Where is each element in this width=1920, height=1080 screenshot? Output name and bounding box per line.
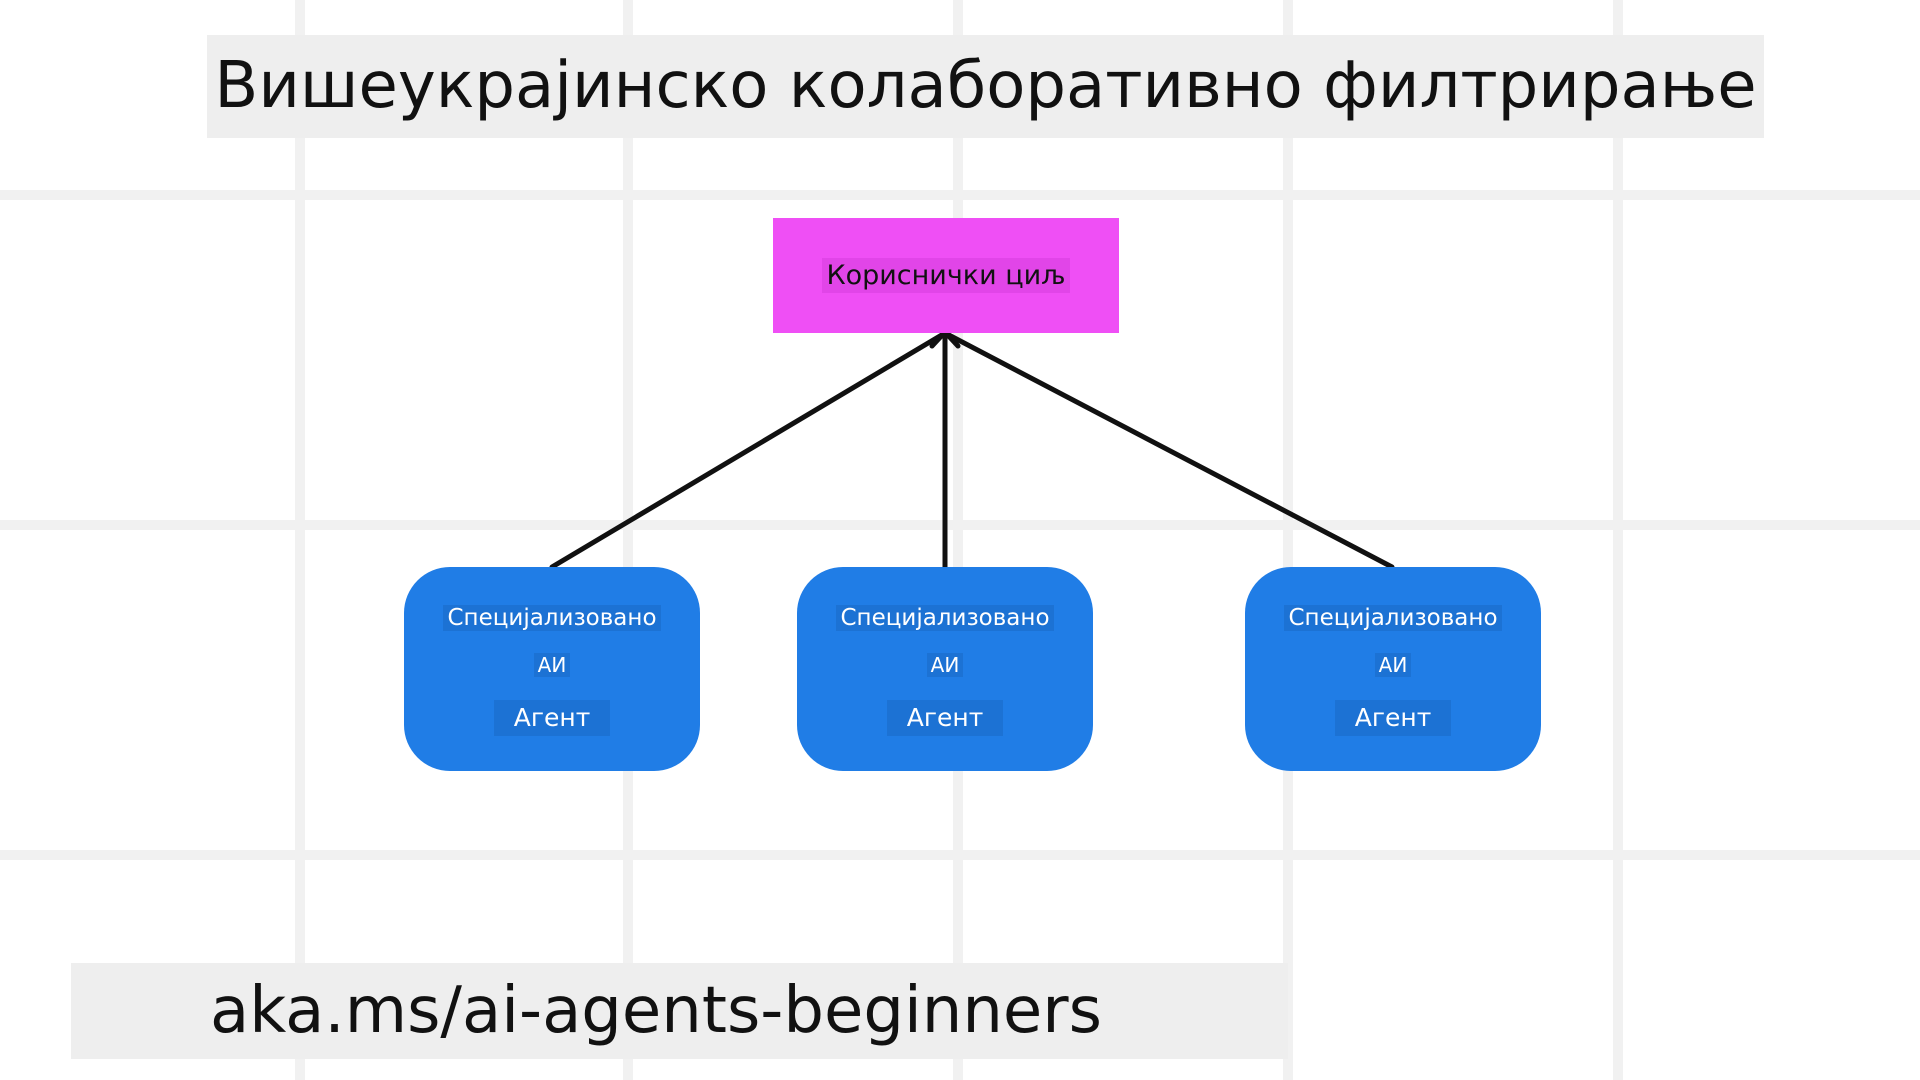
- grid-line: [0, 520, 1920, 530]
- user-goal-node: Кориснички циљ: [773, 218, 1119, 333]
- footer-link-background: [71, 963, 1288, 1059]
- grid-line: [953, 0, 963, 1080]
- footer-link[interactable]: aka.ms/ai-agents-beginners: [210, 974, 1102, 1048]
- grid-line: [1613, 0, 1623, 1080]
- agent-label-line3: Агент: [1334, 700, 1452, 736]
- user-goal-label: Кориснички циљ: [822, 258, 1070, 293]
- agent-label-line1: Специјализовано: [443, 605, 661, 631]
- connector-left: [549, 330, 948, 570]
- grid-line: [623, 0, 633, 1080]
- grid-line: [0, 850, 1920, 860]
- connector-right: [942, 330, 1395, 570]
- agent-label-line1: Специјализовано: [836, 605, 1054, 631]
- grid-line: [295, 0, 305, 1080]
- agent-label-line2: АИ: [533, 653, 571, 677]
- page-title: Вишеукрајинско колаборативно филтрирање: [214, 49, 1757, 123]
- agent-label-line2: АИ: [1374, 653, 1412, 677]
- grid-line: [1283, 0, 1293, 1080]
- agent-node-2: Специјализовано АИ Агент: [797, 567, 1093, 771]
- agent-label-line1: Специјализовано: [1284, 605, 1502, 631]
- agent-node-1: Специјализовано АИ Агент: [404, 567, 700, 771]
- agent-label-line3: Агент: [493, 700, 611, 736]
- agent-node-3: Специјализовано АИ Агент: [1245, 567, 1541, 771]
- agent-label-line3: Агент: [886, 700, 1004, 736]
- agent-label-line2: АИ: [926, 653, 964, 677]
- title-background: [207, 35, 1764, 138]
- grid-line: [0, 190, 1920, 200]
